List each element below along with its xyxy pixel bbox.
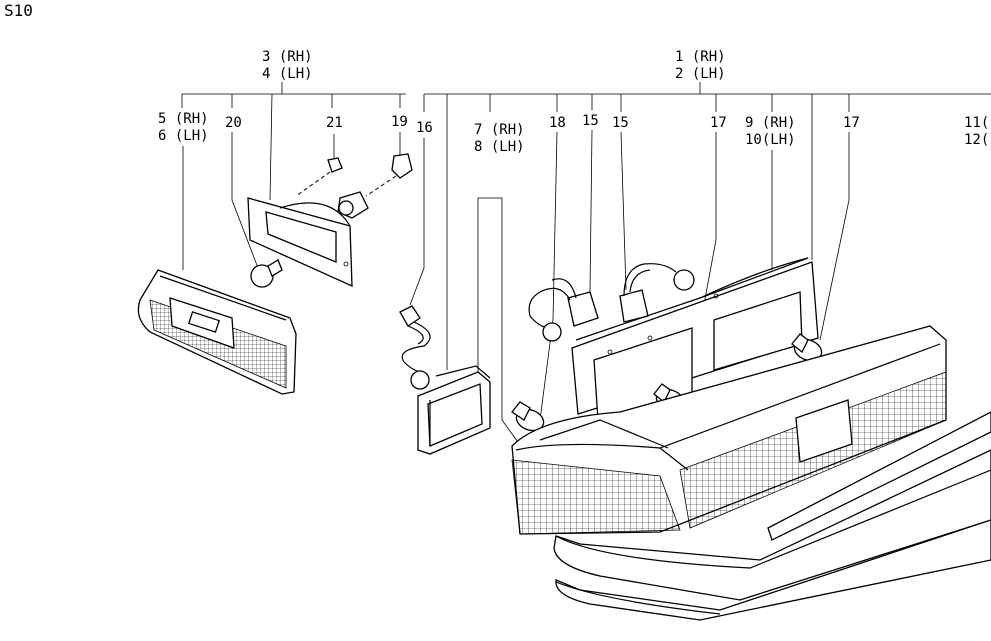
callout-1-2-lh: 2 (LH) — [675, 66, 726, 82]
callout-9-10: 9 (RH) — [745, 115, 796, 131]
callout-3-4: 3 (RH) — [262, 49, 313, 65]
garnish-11-12 — [553, 411, 991, 621]
bulb-18 — [511, 401, 545, 432]
callout-5-6-lh: 6 (LH) — [158, 128, 209, 144]
callout-7-8-lh: 8 (LH) — [474, 139, 525, 155]
callout-15-a: 15 — [582, 113, 599, 129]
callout-labels: 3 (RH) 4 (LH) 1 (RH) 2 (LH) 5 (RH) 6 (LH… — [158, 49, 989, 155]
callout-11-12: 11( — [964, 115, 989, 131]
callout-9-10-lh: 10(LH) — [745, 132, 796, 148]
callout-3-4-lh: 4 (LH) — [262, 66, 313, 82]
callout-19: 19 — [391, 114, 408, 130]
socket-15 — [528, 263, 695, 342]
combination-lamp-lens-1-2 — [511, 325, 947, 535]
lamp-housing-3-4 — [247, 197, 353, 288]
socket-19 — [337, 153, 413, 219]
callout-16: 16 — [416, 120, 433, 136]
callout-17-a: 17 — [710, 115, 727, 131]
callout-21: 21 — [326, 115, 343, 131]
screw-21 — [295, 157, 343, 197]
callout-15-b: 15 — [612, 115, 629, 131]
wire-harness-16 — [399, 305, 431, 390]
callout-11-12-lh: 12( — [964, 132, 989, 148]
callout-20: 20 — [225, 115, 242, 131]
callout-5-6: 5 (RH) — [158, 111, 209, 127]
callout-1-2: 1 (RH) — [675, 49, 726, 65]
side-marker-lamp — [137, 269, 297, 395]
small-lamp-7-8 — [417, 365, 491, 455]
callout-18: 18 — [549, 115, 566, 131]
section-code: S10 — [4, 1, 33, 20]
bulb-20 — [250, 259, 283, 288]
callout-17-b: 17 — [843, 115, 860, 131]
callout-7-8: 7 (RH) — [474, 122, 525, 138]
